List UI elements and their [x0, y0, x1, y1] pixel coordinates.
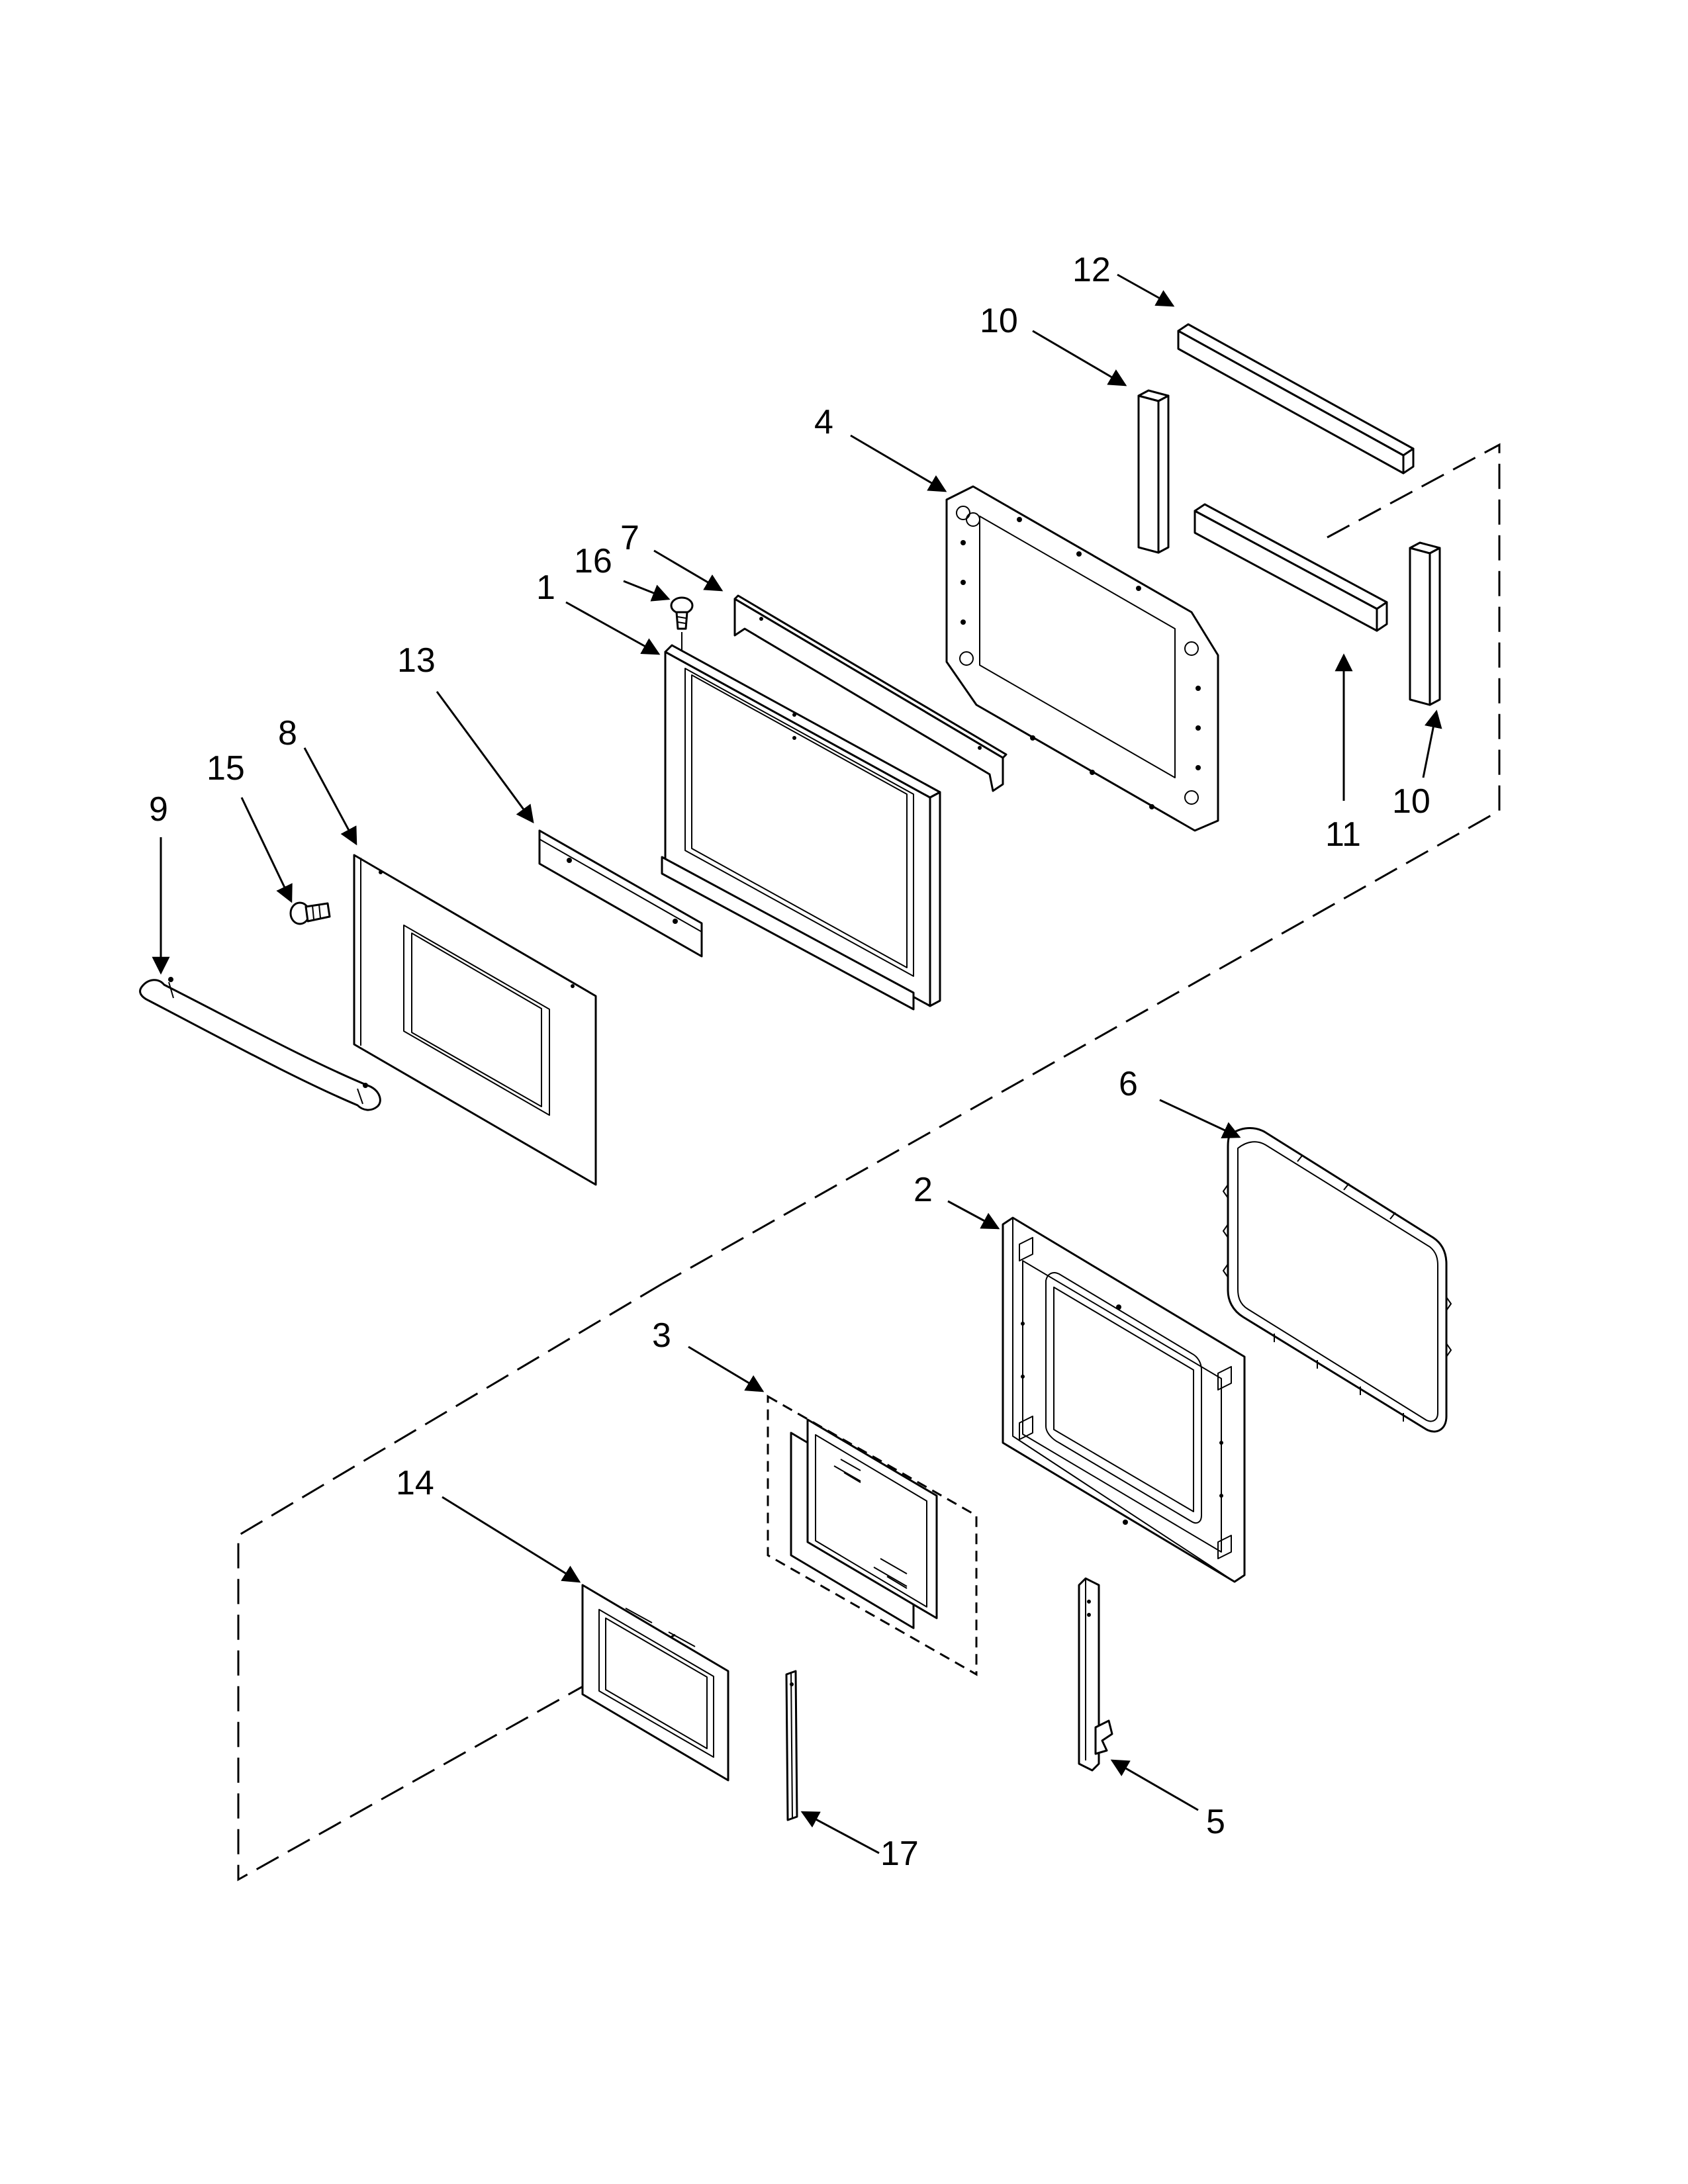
callout-1: 1 — [536, 569, 555, 607]
assembly-boundary-upper — [661, 443, 1501, 1285]
part-11-foam-strip — [1194, 503, 1388, 632]
callout-labels: 12 10 4 11 10 7 16 1 13 8 15 9 6 2 3 14 … — [149, 251, 1430, 1873]
callout-12: 12 — [1072, 251, 1111, 289]
part-7-channel — [733, 594, 1008, 792]
callout-7: 7 — [620, 519, 639, 557]
part-5-hinge — [1078, 1577, 1113, 1772]
part-10-foam-block-upper — [1137, 389, 1170, 554]
callout-8: 8 — [278, 714, 297, 752]
leader-lines — [152, 273, 1442, 1854]
callout-9: 9 — [149, 790, 168, 829]
part-17-strip — [785, 1670, 798, 1821]
callout-11: 11 — [1325, 815, 1361, 854]
part-3-glass-pack — [767, 1394, 978, 1676]
callout-2: 2 — [914, 1171, 933, 1209]
callout-3: 3 — [652, 1316, 671, 1355]
callout-14: 14 — [396, 1464, 434, 1502]
part-1-inner-frame — [661, 644, 941, 1011]
part-13-bracket — [538, 829, 703, 958]
part-16-screw — [670, 596, 694, 652]
callout-5: 5 — [1206, 1803, 1225, 1841]
callout-4: 4 — [814, 403, 833, 441]
callout-10-lower: 10 — [1392, 782, 1430, 821]
assembly-boundary-lower — [237, 1283, 676, 1882]
part-2-inner-door — [1002, 1216, 1246, 1583]
callout-16: 16 — [574, 542, 612, 580]
part-6-gasket — [1223, 1127, 1452, 1433]
callout-15: 15 — [207, 749, 245, 788]
part-15-screw — [289, 901, 331, 925]
callout-13: 13 — [397, 641, 436, 680]
part-8-outer-panel — [353, 854, 597, 1186]
part-14-inner-panel — [581, 1584, 729, 1782]
callout-10-upper: 10 — [980, 302, 1018, 340]
part-4-door-plate — [945, 485, 1219, 832]
callout-17: 17 — [880, 1835, 919, 1873]
part-12-foam-strip — [1177, 323, 1415, 475]
callout-6: 6 — [1119, 1065, 1138, 1103]
part-9-handle — [139, 977, 381, 1111]
part-10-foam-block-lower — [1409, 541, 1441, 706]
